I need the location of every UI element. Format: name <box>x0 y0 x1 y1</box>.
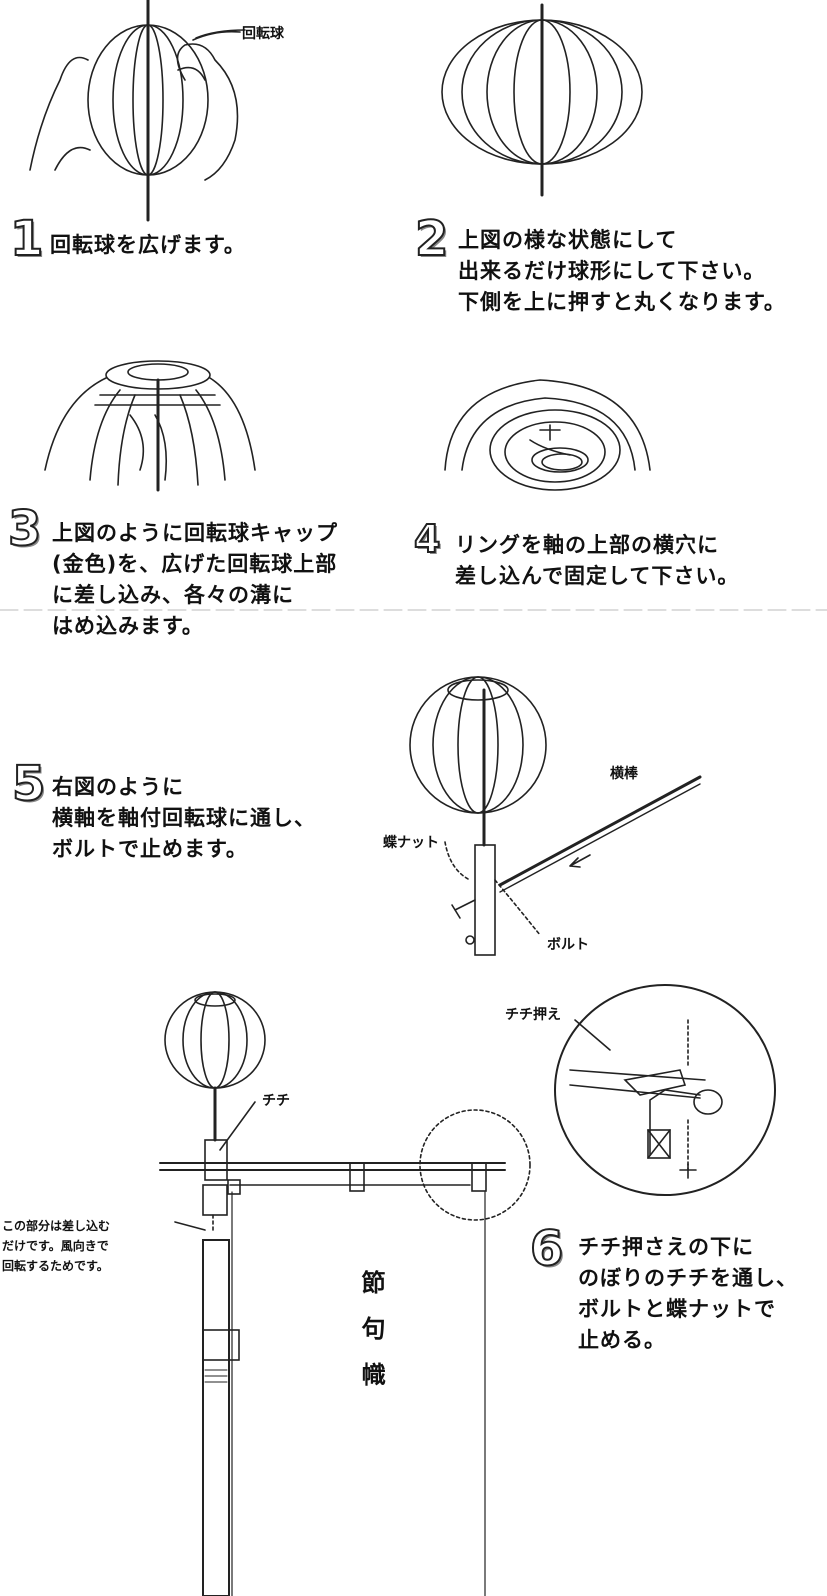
step5-illustration <box>409 676 702 956</box>
step-6-text: チチ押さえの下に のぼりのチチを通し、 ボルトと蝶ナットで 止める。 <box>578 1235 798 1352</box>
step1-illustration <box>29 0 246 222</box>
wing-nut-label: 蝶ナット <box>383 835 439 851</box>
step3-illustration <box>44 360 256 492</box>
rotating-ball-leader <box>192 30 241 41</box>
horizontal-bar-label: 横棒 <box>610 766 638 782</box>
step-4-number: 4 <box>413 517 441 561</box>
banner-text: 節句幟 <box>357 1270 385 1408</box>
step-6-number: 6 <box>529 1221 564 1277</box>
step-3-text: 上図のように回転球キャップ (金色)を、広げた回転球上部 に差し込み、各々の溝に… <box>52 521 338 638</box>
chichi-label: チチ <box>262 1093 290 1109</box>
step-3-number: 3 <box>7 501 42 557</box>
step6-illustration <box>159 984 776 1596</box>
rotating-ball-label: 回転球 <box>242 26 284 42</box>
step2-illustration <box>441 3 643 197</box>
step-1-number: 1 <box>9 211 44 267</box>
step-4-text: リングを軸の上部の横穴に 差し込んで固定して下さい。 <box>455 533 740 588</box>
step-1-text: 回転球を広げます。 <box>50 233 246 257</box>
step-5-number: 5 <box>11 756 46 812</box>
insert-note: この部分は差し込む だけです。風向きで 回転するためです。 <box>2 1219 111 1273</box>
step4-illustration <box>444 379 651 491</box>
step-2-number: 2 <box>414 211 449 267</box>
chichi-holder-label: チチ押え <box>505 1007 561 1023</box>
step-2-text: 上図の様な状態にして 出来るだけ球形にして下さい。 下側を上に押すと丸くなります… <box>458 228 786 314</box>
step-5-text: 右図のように 横軸を軸付回転球に通し、 ボルトで止めます。 <box>52 775 316 861</box>
bolt-label: ボルト <box>547 937 589 953</box>
